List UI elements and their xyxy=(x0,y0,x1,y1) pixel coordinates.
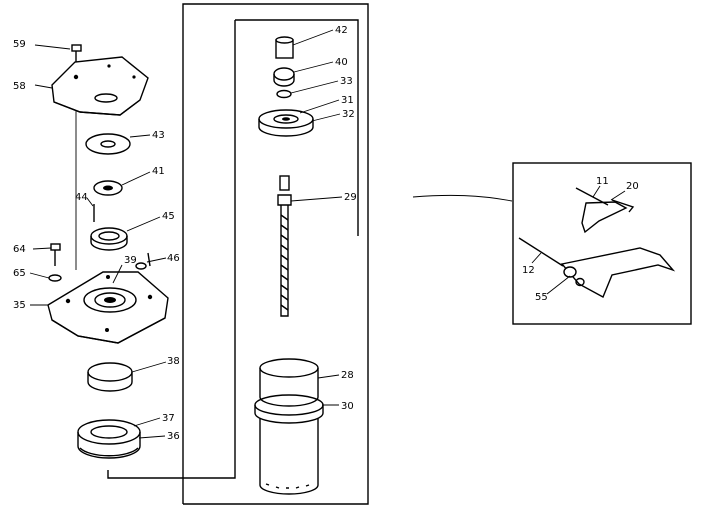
inset-box xyxy=(512,162,692,325)
frame-lines xyxy=(75,3,692,505)
callout-41: 41 xyxy=(152,166,165,177)
part-11-20-clip xyxy=(575,187,635,234)
callout-45: 45 xyxy=(162,211,175,222)
callout-labels: 59 58 43 41 44 45 64 39 46 65 35 38 37 3… xyxy=(13,25,639,442)
callout-31: 31 xyxy=(341,95,354,106)
callout-64: 64 xyxy=(13,244,26,255)
callout-46: 46 xyxy=(167,253,180,264)
part-35-housing xyxy=(47,271,169,344)
callout-40: 40 xyxy=(335,57,348,68)
callout-38: 38 xyxy=(167,356,180,367)
callout-20: 20 xyxy=(626,181,639,192)
center-column-parts xyxy=(254,36,324,495)
part-42-cap xyxy=(275,36,294,59)
callout-37: 37 xyxy=(162,413,175,424)
part-45-ring xyxy=(90,227,128,251)
callout-44: 44 xyxy=(75,192,88,203)
callout-11: 11 xyxy=(596,176,609,187)
callout-36: 36 xyxy=(167,431,180,442)
part-41-bushing xyxy=(93,180,123,196)
part-65-nut xyxy=(48,274,62,282)
part-43-washer xyxy=(85,133,131,155)
part-38-sleeve xyxy=(87,362,133,392)
leader-lines xyxy=(29,29,626,439)
part-33-washer xyxy=(276,89,292,99)
callout-58: 58 xyxy=(13,81,26,92)
left-column-parts xyxy=(47,44,169,459)
part-46-clip xyxy=(135,252,151,270)
callout-59: 59 xyxy=(13,39,26,50)
callout-55: 55 xyxy=(535,292,548,303)
part-31-32-pulley xyxy=(258,109,314,137)
callout-35: 35 xyxy=(13,300,26,311)
part-12-rod xyxy=(518,237,564,267)
callout-33: 33 xyxy=(340,76,353,87)
callout-65: 65 xyxy=(13,268,26,279)
callout-32: 32 xyxy=(342,109,355,120)
part-29-shaft xyxy=(277,175,292,317)
part-64-bolt xyxy=(50,243,61,266)
part-28-30-cylinder xyxy=(254,358,324,495)
callout-39: 39 xyxy=(124,255,137,266)
part-55-bracket xyxy=(560,247,676,298)
part-36-37-base-disc xyxy=(77,419,141,459)
callout-12: 12 xyxy=(522,265,535,276)
callout-30: 30 xyxy=(341,401,354,412)
part-58-cover-plate xyxy=(51,56,149,116)
inset-parts xyxy=(518,187,676,298)
callout-43: 43 xyxy=(152,130,165,141)
part-40-nut xyxy=(273,67,295,87)
callout-29: 29 xyxy=(344,192,357,203)
inset-leader xyxy=(412,194,513,202)
callout-28: 28 xyxy=(341,370,354,381)
callout-42: 42 xyxy=(335,25,348,36)
